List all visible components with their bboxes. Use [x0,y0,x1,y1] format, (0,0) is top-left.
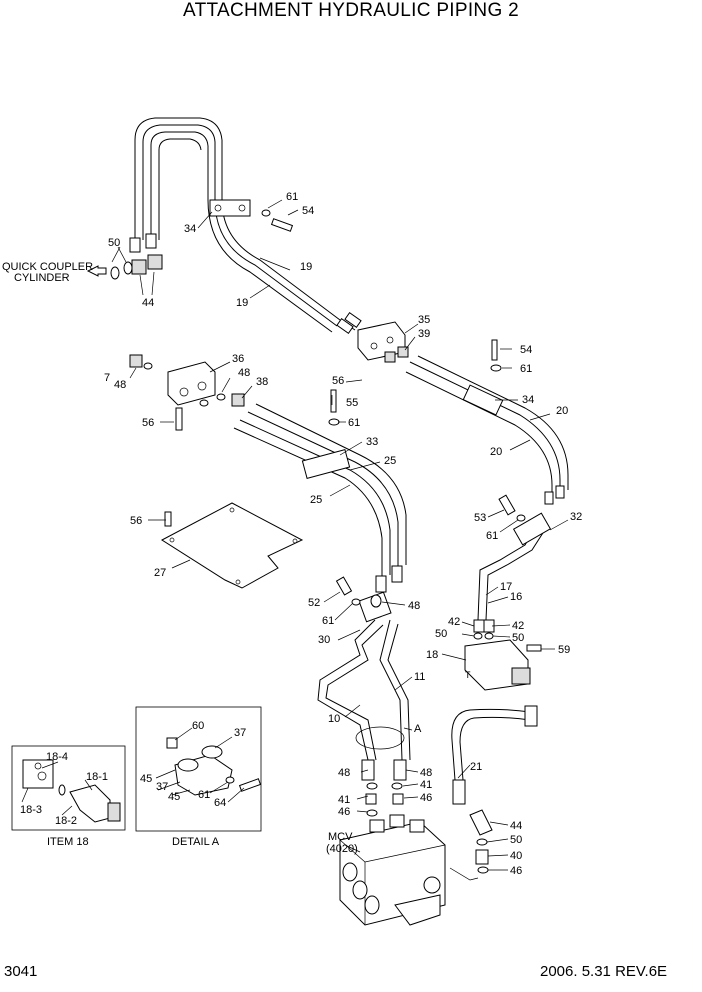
callout-label: 56 [332,375,344,387]
callout-label: 10 [328,713,340,725]
mcv-label-1: MCV [328,831,353,843]
callout-label: 56 [142,417,154,429]
callout-label: 50 [512,632,524,644]
page-title: ATTACHMENT HYDRAULIC PIPING 2 [183,0,519,21]
callout-label: 18-2 [55,815,77,827]
callout-label: 7 [104,372,110,384]
callout-label: 18-1 [86,771,108,783]
page-number: 3041 [4,963,38,980]
callout-label: 64 [214,797,226,809]
callout-label: 37 [234,727,246,739]
callout-label: 19 [236,297,248,309]
callout-label: 50 [108,237,120,249]
hose-21 [451,705,538,874]
callout-label: 18-3 [20,804,42,816]
port-t-marker: T [465,670,471,680]
detailA-caption: DETAIL A [172,836,220,848]
callout-label: 41 [420,779,432,791]
callout-label: 54 [520,344,532,356]
callout-label: 32 [570,511,582,523]
callout-label: 45 [140,773,152,785]
callout-label: 41 [338,794,350,806]
callout-label: 48 [238,367,250,379]
callout-label: 30 [318,634,330,646]
callout-label: 17 [500,581,512,593]
callout-label: 50 [435,628,447,640]
cover-plate [161,502,304,589]
callout-label: 61 [198,789,210,801]
callout-label: 61 [520,363,532,375]
callout-label: 50 [510,834,522,846]
callout-label: 38 [256,376,268,388]
callout-label: 46 [338,806,350,818]
callout-label: 33 [366,436,378,448]
item18-caption: ITEM 18 [47,836,89,848]
callout-label: 61 [348,417,360,429]
callout-label: 48 [338,767,350,779]
callout-label: 61 [286,191,298,203]
quick-coupler-label-1: QUICK COUPLER [2,261,93,273]
middle-hose-bundle [233,389,407,593]
callout-label: 61 [486,530,498,542]
callout-label: 42 [512,620,524,632]
callout-label: 42 [448,616,460,628]
bracket-36 [129,354,245,431]
callout-label: 48 [420,767,432,779]
right-hose-bundle [405,339,569,505]
callout-label: 21 [470,761,482,773]
item18-inset [11,745,126,831]
clamp-35 [357,321,409,363]
callout-label: 39 [418,328,430,340]
callout-label: 52 [308,597,320,609]
callout-label: 45 [168,791,180,803]
callout-label: 55 [346,397,358,409]
callout-label: 16 [510,591,522,603]
callout-label: 34 [184,223,196,235]
callout-label: 46 [510,865,522,877]
callout-label: 53 [474,512,486,524]
callout-label: 36 [232,353,244,365]
callout-label: 40 [510,850,522,862]
quick-coupler-fittings [86,254,163,280]
callout-label: 27 [154,567,166,579]
callout-label: 18 [426,649,438,661]
callout-label: 61 [322,615,334,627]
callout-label: 11 [414,671,425,683]
callout-label: 46 [420,792,432,804]
leader-lines [111,199,569,881]
upper-clamp [209,199,294,232]
callout-label: 60 [192,720,204,732]
callout-label: 35 [418,314,430,326]
detailA-inset [135,706,262,832]
callout-label: 25 [310,494,322,506]
callout-label: 48 [408,600,420,612]
callout-label: 56 [130,515,142,527]
upper-hose-loop [129,117,362,334]
callout-label: 20 [490,446,502,458]
revision-date: 2006. 5.31 REV.6E [540,963,668,980]
callout-label: 37 [156,781,168,793]
fittings-52 [335,576,382,608]
detail-a-marker: A [414,723,422,735]
mcv-valve [339,814,446,926]
right-pipes-valve [464,494,552,691]
callout-label: 18-4 [46,751,68,763]
callout-label: 25 [384,455,396,467]
callout-label: 20 [556,405,568,417]
callout-label: 54 [302,205,314,217]
mcv-label-2: (4020) [326,843,358,855]
quick-coupler-label-2: CYLINDER [14,272,70,284]
callout-label: 44 [142,297,154,309]
callout-label: 44 [510,820,522,832]
callout-label: 34 [522,394,534,406]
callout-label: 48 [114,379,126,391]
callout-label: 19 [300,261,312,273]
callout-label: 59 [558,644,570,656]
